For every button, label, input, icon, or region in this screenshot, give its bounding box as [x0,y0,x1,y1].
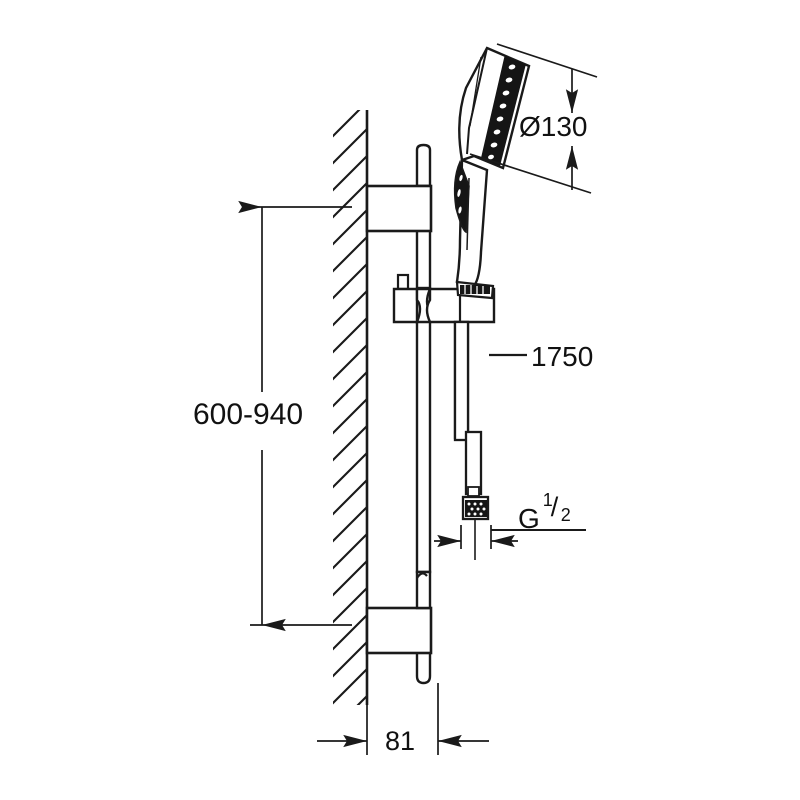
label-head-diameter: Ø130 [519,111,588,142]
spray-face-band [481,54,526,166]
label-hose-length: 1750 [531,341,594,372]
lower-bracket-body [365,606,433,655]
label-rail-height: 600-940 [193,398,304,431]
wall-section [333,110,369,705]
rail-lower-segment [415,318,432,574]
holder-left-wing [392,287,419,324]
thread-numerator: 1 [542,490,553,510]
wall-hatching [333,110,368,705]
head-edge-crease-2 [469,56,482,127]
dimension-wall-projection [317,683,489,755]
upper-wall-bracket [365,184,433,233]
lower-rail-notch [416,572,428,579]
hose-upper-run [453,320,470,442]
label-wall-projection: 81 [385,726,416,756]
thread-slash: / [550,492,559,522]
holder-adjust-knob [396,273,410,291]
thread-prefix: G [518,503,540,534]
fitting-thread-knurl [465,500,487,517]
spray-face [481,54,526,166]
d130-ext-lower [469,153,592,194]
slider-holder [392,273,496,440]
dimension-rail-height [238,200,352,632]
head-edge-crease [466,47,488,155]
lower-wall-bracket [365,570,433,655]
fitting-tube [464,430,483,496]
hand-shower-head [453,46,531,300]
dimension-head-diameter [469,43,598,194]
d130-ext-upper [496,43,598,78]
thread-denominator: 2 [560,505,571,525]
handle-grip-pad [453,159,470,234]
upper-bracket-body [365,184,433,233]
dimension-thread-size [434,525,586,549]
spray-nozzles [488,64,516,160]
rail-top-end [415,143,432,188]
lower-rail-shoulder [415,570,432,610]
fitting-shoulder [467,486,480,497]
hose-threaded-fitting [461,430,490,560]
grip-ribs [457,174,463,214]
thread-fraction: 1/2 [540,491,574,528]
shower-hose [453,320,470,442]
collar-knurl [460,285,490,295]
